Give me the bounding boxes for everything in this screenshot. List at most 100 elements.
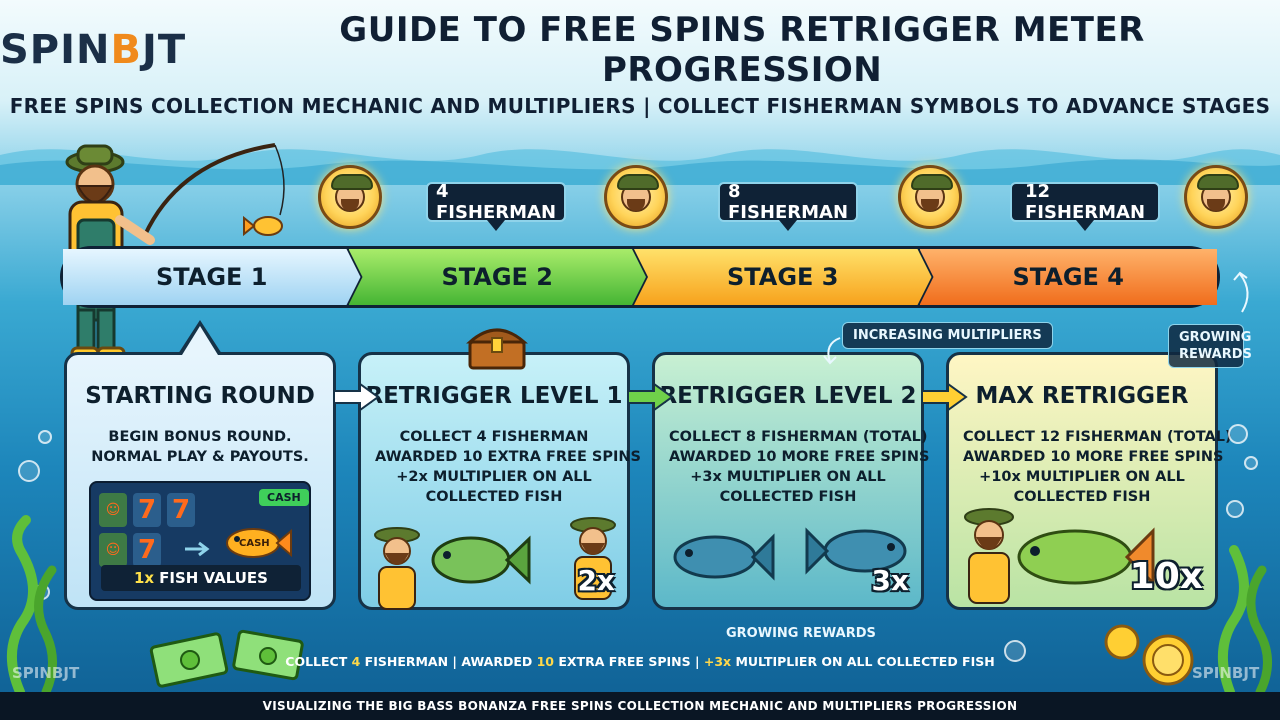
fisherman-icon [964,508,1014,604]
card-retrigger-level-2: RETRIGGER LEVEL 2 COLLECT 8 FISHERMAN (T… [652,352,930,610]
card-retrigger-level-1: RETRIGGER LEVEL 1 COLLECT 4 FISHERMAN AW… [358,352,641,610]
card-title: RETRIGGER LEVEL 1 [365,383,623,409]
card-line: +10x MULTIPLIER ON ALL [979,469,1185,485]
fish-icon [805,527,907,575]
card-title: MAX RETRIGGER [975,383,1189,409]
arrow-right-icon [627,382,674,412]
summary-line: COLLECT 4 FISHERMAN | AWARDED 10 EXTRA F… [0,654,1280,669]
cash-tag: CASH [259,489,309,506]
growing-rewards-top-note: GROWING REWARDS [1168,324,1252,368]
card-line: NORMAL PLAY & PAYOUTS. [91,449,309,465]
fisherman-badge-3 [898,165,962,229]
coin-icon [1104,624,1194,686]
card-line: COLLECTED FISH [1013,489,1151,505]
stage-1-label: STAGE 1 [155,263,268,291]
slot-reel-panel: ☺ 7 7 ☺ 7 CASH CASH 1x FISH VALUES [89,481,311,601]
summary-text: MULTIPLIER ON ALL COLLECTED FISH [731,654,995,669]
bubble-icon [18,460,40,482]
stage-4-segment: STAGE 4 [919,249,1217,305]
bubble-icon [1228,424,1248,444]
bubble-icon [38,430,52,444]
fisherman-icon [911,174,953,212]
fisherman-badge-1 [318,165,382,229]
stage-2-segment: STAGE 2 [349,249,647,305]
stage-3-segment: STAGE 3 [634,249,932,305]
summary-number: 4 [351,654,361,669]
multiplier-badge: 3x [871,564,909,597]
header: SPINBJT GUIDE TO FREE SPINS RETRIGGER ME… [0,10,1280,130]
page-title: GUIDE TO FREE SPINS RETRIGGER METER PROG… [339,10,1145,90]
fisherman-icon [570,517,616,600]
fisherman-badge-4 [1184,165,1248,229]
multiplier-badge: 10x [1129,556,1203,597]
fish-value-text: FISH VALUES [159,569,268,587]
card-line: COLLECTED FISH [719,489,857,505]
bubble-icon [1244,456,1258,470]
callout-4-fisherman: 4 FISHERMAN [426,181,566,231]
card-line: AWARDED 10 MORE FREE SPINS [963,449,1224,465]
summary-text: FISHERMAN | AWARDED [360,654,537,669]
stage-3-label: STAGE 3 [726,263,839,291]
watermark-right: SPINBJT [1192,664,1260,682]
summary-text: COLLECT [285,654,352,669]
curved-arrow-icon [823,337,841,365]
footer-caption: VISUALIZING THE BIG BASS BONANZA FREE SP… [0,692,1280,720]
callout-12-fisherman: 12 FISHERMAN [1010,181,1160,231]
card-description: COLLECT 4 FISHERMAN AWARDED 10 EXTRA FRE… [361,427,641,507]
page-subtitle: FREE SPINS COLLECTION MECHANIC AND MULTI… [9,94,1271,118]
fisherman-icon [374,527,420,610]
card-line: +3x MULTIPLIER ON ALL [690,469,886,485]
money-icon [149,629,304,688]
card-max-retrigger: MAX RETRIGGER COLLECT 12 FISHERMAN (TOTA… [946,352,1232,610]
stage-1-segment: STAGE 1 [63,249,361,305]
bubble-icon [1004,640,1026,662]
summary-number: +3x [703,654,732,669]
card-title: STARTING ROUND [85,383,315,409]
increasing-multipliers-note: INCREASING MULTIPLIERS [842,322,1053,349]
card-description: BEGIN BONUS ROUND. NORMAL PLAY & PAYOUTS… [67,427,333,467]
brand-logo: SPINBJT [0,27,187,73]
fish-icon [1017,527,1155,587]
fish-cash-label: CASH [239,538,270,549]
seaweed-icon [6,515,58,697]
fisherman-icon [617,174,659,212]
fish-icon [673,533,775,581]
seaweed-icon [1217,545,1273,697]
card-line: AWARDED 10 EXTRA FREE SPINS [375,449,641,465]
card-line: COLLECT 12 FISHERMAN (TOTAL) [963,429,1232,445]
retrigger-meter: STAGE 1 STAGE 2 STAGE 3 STAGE 4 [60,246,1220,308]
treasure-chest-icon [466,328,528,370]
stage-4-label: STAGE 4 [1012,263,1124,291]
card-line: COLLECT 8 FISHERMAN (TOTAL) [669,429,928,445]
card-line: COLLECT 4 FISHERMAN [399,429,589,445]
bubble-icon [1226,500,1244,518]
title-row: SPINBJT GUIDE TO FREE SPINS RETRIGGER ME… [0,10,1280,90]
card-line: +2x MULTIPLIER ON ALL [396,469,592,485]
multiplier-badge: 2x [577,564,615,597]
growing-rewards-bottom-note: GROWING REWARDS [726,626,876,641]
card-line: AWARDED 10 MORE FREE SPINS [669,449,930,465]
fish-icon [226,528,292,558]
callout-8-fisherman: 8 FISHERMAN [718,181,858,231]
fish-value-multiplier: 1x [134,569,155,587]
card-line: BEGIN BONUS ROUND. [108,429,292,445]
card-title: RETRIGGER LEVEL 2 [659,383,917,409]
summary-text: EXTRA FREE SPINS | [554,654,704,669]
card-description: COLLECT 8 FISHERMAN (TOTAL) AWARDED 10 M… [655,427,930,507]
stage-2-label: STAGE 2 [441,263,553,291]
fisherman-badge-2 [604,165,668,229]
card-starting-round: STARTING ROUND BEGIN BONUS ROUND. NORMAL… [64,352,336,610]
curved-arrow-icon [1233,271,1249,313]
card-pointer-inner [182,326,218,355]
seven-symbol: 7 [133,533,161,567]
seven-symbol: 7 [167,493,195,527]
card-description: COLLECT 12 FISHERMAN (TOTAL) AWARDED 10 … [949,427,1232,507]
arrow-right-icon [333,382,380,412]
summary-number: 10 [536,654,555,669]
seven-symbol: 7 [133,493,161,527]
fisherman-icon: ☺ [99,493,127,527]
watermark-left: SPINBJT [12,664,80,682]
fisherman-icon: ☺ [99,533,127,567]
fish-icon [431,535,531,585]
arrow-right-icon [921,382,968,412]
